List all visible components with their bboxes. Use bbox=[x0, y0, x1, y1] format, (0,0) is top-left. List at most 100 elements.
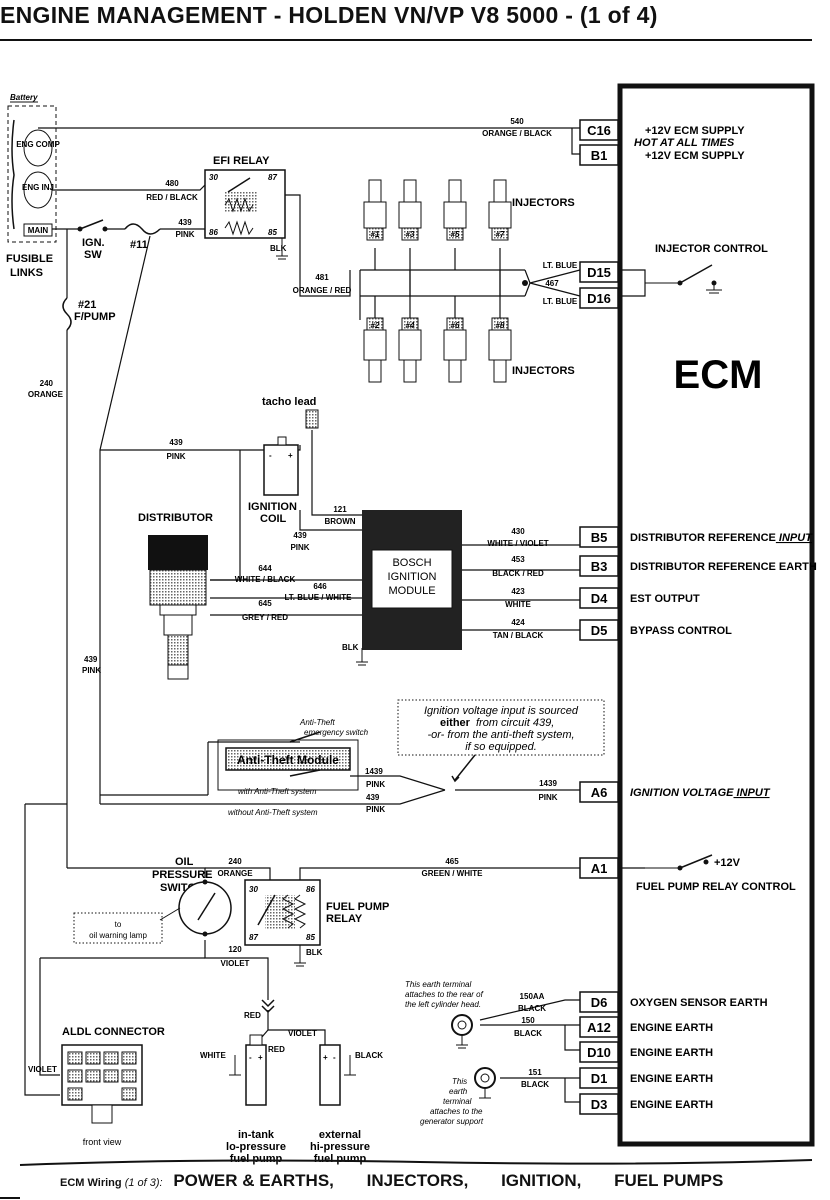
injector-top-5: #5 bbox=[443, 179, 467, 241]
w465-num: 465 bbox=[445, 857, 459, 866]
ecm-pin-d16: D16 bbox=[579, 287, 619, 309]
aldl-violet: VIOLET bbox=[28, 1065, 57, 1074]
injector-label-7: #7 bbox=[496, 230, 505, 239]
w646-num: 646 bbox=[313, 582, 327, 591]
fuse-21-num: #21 bbox=[78, 299, 96, 311]
injector-label-3: #3 bbox=[406, 230, 415, 239]
earth-terminals: This earth terminal attaches to the rear… bbox=[405, 980, 496, 1126]
ecm-pin-id: D10 bbox=[587, 1045, 611, 1060]
w439-coil-num: 439 bbox=[293, 531, 307, 540]
w439-left-color: PINK bbox=[82, 666, 101, 675]
w121-color: BROWN bbox=[324, 517, 355, 526]
w1439-out-num: 1439 bbox=[539, 779, 557, 788]
w439-mid-color: PINK bbox=[166, 452, 185, 461]
ecm-pin-id: A6 bbox=[591, 785, 608, 800]
w645-num: 645 bbox=[258, 599, 272, 608]
efi-relay-pin-30: 30 bbox=[209, 173, 218, 182]
oil-switch-line-1: OIL bbox=[175, 856, 194, 868]
w1439a-num: 1439 bbox=[365, 767, 383, 776]
head-note-3: the left cylinder head. bbox=[405, 1000, 481, 1009]
coil-minus: - bbox=[269, 451, 272, 460]
ecm-pin-desc: IGNITION VOLTAGE INPUT bbox=[630, 787, 771, 799]
external-label-2: hi-pressure bbox=[310, 1141, 370, 1153]
w1439-out-color: PINK bbox=[538, 793, 557, 802]
fp-relay-pin-86: 86 bbox=[306, 885, 315, 894]
fuse-11: #11 bbox=[124, 223, 161, 251]
w150aa-color: BLACK bbox=[518, 1004, 546, 1013]
efi-relay-pin-86: 86 bbox=[209, 228, 218, 237]
w439-coil-color: PINK bbox=[290, 543, 309, 552]
fusible-links-label-2: LINKS bbox=[10, 267, 43, 279]
ecm-pin-id: D16 bbox=[587, 291, 611, 306]
fuel-pumps: -+ WHITE RED in-tank lo-pressure fuel pu… bbox=[200, 999, 383, 1165]
anti-theft-switch-2: emergency switch bbox=[304, 728, 369, 737]
footer-caption-text: ECM Wiring (1 of 3): bbox=[60, 1177, 163, 1189]
w646-color: LT. BLUE / WHITE bbox=[285, 593, 353, 602]
ecm-pin-a6: A6 IGNITION VOLTAGE INPUT bbox=[579, 781, 771, 803]
intank-label-1: in-tank bbox=[238, 1129, 275, 1141]
external-label-3: fuel pump bbox=[314, 1153, 367, 1165]
w540-color: ORANGE / BLACK bbox=[482, 129, 552, 138]
w540-num: 540 bbox=[510, 117, 524, 126]
w439b-color: PINK bbox=[366, 805, 385, 814]
tacho-lead: tacho lead bbox=[262, 396, 319, 429]
w439-left-num: 439 bbox=[84, 655, 98, 664]
injectors: #1 #3 #5 #7 INJECTORS #2 bbox=[363, 179, 575, 383]
coil-plus: + bbox=[288, 451, 293, 460]
w645-color: GREY / RED bbox=[242, 613, 288, 622]
ecm-pin-desc: FUEL PUMP RELAY CONTROL bbox=[636, 881, 796, 893]
footer-part-1: POWER & EARTHS, bbox=[173, 1171, 334, 1190]
fp-relay-line-1: FUEL PUMP bbox=[326, 901, 389, 913]
anti-theft-note-2a: either bbox=[440, 717, 471, 729]
ecm-pin-desc: DISTRIBUTOR REFERENCE EARTH bbox=[630, 561, 817, 573]
injector-label-6: #6 bbox=[451, 321, 460, 330]
external-violet: VIOLET bbox=[288, 1029, 317, 1038]
w240-color: ORANGE bbox=[28, 390, 64, 399]
fp-relay-line-2: RELAY bbox=[326, 913, 363, 925]
svg-text:+: + bbox=[323, 1053, 328, 1062]
anti-theft-note-2b: from circuit 439, bbox=[476, 717, 554, 729]
fp-relay-earth: BLK bbox=[306, 948, 323, 957]
ecm-pin-id: C16 bbox=[587, 123, 611, 138]
injectors-label-top: INJECTORS bbox=[512, 197, 575, 209]
ign-sw-label-2: SW bbox=[84, 249, 102, 261]
ecm-pin-desc: OXYGEN SENSOR EARTH bbox=[630, 997, 768, 1009]
ecm-pin-b3: B3 DISTRIBUTOR REFERENCE EARTH bbox=[579, 555, 817, 577]
external-black: BLACK bbox=[355, 1051, 383, 1060]
w644-num: 644 bbox=[258, 564, 272, 573]
injector-bottom-6: #6 bbox=[443, 317, 467, 383]
ecm-pin-id: D15 bbox=[587, 265, 611, 280]
lt-blue-2: LT. BLUE bbox=[543, 297, 578, 306]
fusible-link-eng-inj: ENG INJ bbox=[22, 183, 54, 192]
anti-theft-switch-1: Anti-Theft bbox=[299, 718, 335, 727]
external-pump: +- BLACK VIOLET external hi-pressure fue… bbox=[288, 1029, 383, 1165]
tacho-lead-label: tacho lead bbox=[262, 396, 316, 408]
intank-label-2: lo-pressure bbox=[226, 1141, 286, 1153]
ecm-pin-id: B3 bbox=[591, 559, 608, 574]
intank-label-3: fuel pump bbox=[230, 1153, 283, 1165]
footer-part-4: FUEL PUMPS bbox=[614, 1171, 724, 1190]
fuel-pump-relay: 30 86 87 85 FUEL PUMP RELAY BLK bbox=[244, 879, 389, 967]
external-label-1: external bbox=[319, 1129, 361, 1141]
intank-white: WHITE bbox=[200, 1051, 226, 1060]
ign-sw-label-1: IGN. bbox=[82, 237, 105, 249]
w423-num: 423 bbox=[511, 587, 525, 596]
injectors-label-bottom: INJECTORS bbox=[512, 365, 575, 377]
ecm-pin-id: B5 bbox=[591, 530, 608, 545]
injector-control-label: INJECTOR CONTROL bbox=[655, 243, 768, 255]
svg-text:-: - bbox=[333, 1053, 336, 1062]
anti-theft: Anti-Theft Module Anti-Theft emergency s… bbox=[217, 699, 605, 817]
ecm-pin-id: A12 bbox=[587, 1020, 611, 1035]
w439-pink-num: 439 bbox=[178, 218, 192, 227]
efi-relay-label: EFI RELAY bbox=[213, 155, 270, 167]
ecm-box: ECM bbox=[617, 83, 815, 1147]
ecm-pin-desc: BYPASS CONTROL bbox=[630, 625, 732, 637]
fusible-links: Battery ENG COMP ENG INJ MAIN FUSIBLE LI… bbox=[6, 93, 60, 279]
w480-color: RED / BLACK bbox=[146, 193, 198, 202]
ignition-switch: IGN. SW bbox=[77, 219, 108, 261]
coil-label-2: COIL bbox=[260, 513, 287, 525]
